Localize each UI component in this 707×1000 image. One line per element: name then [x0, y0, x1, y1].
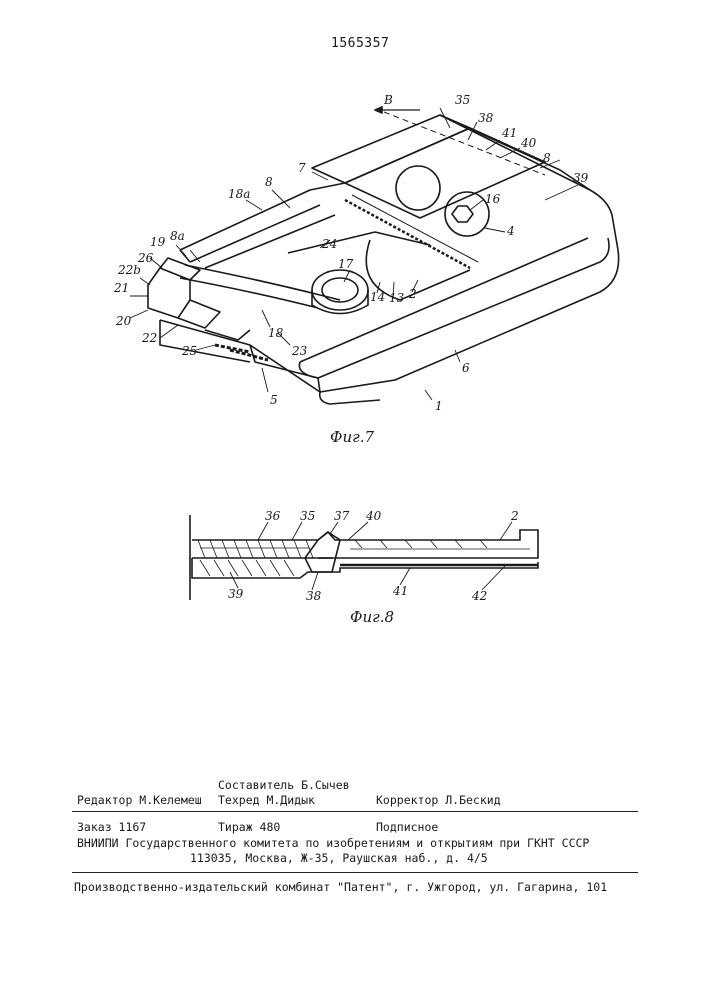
- publisher-line: Производственно-издательский комбинат "П…: [74, 880, 607, 894]
- label-2: 2: [510, 509, 519, 523]
- address-line: 113035, Москва, Ж-35, Раушская наб., д. …: [190, 851, 488, 865]
- techred-line: Техред М.Дидык: [218, 793, 315, 807]
- label-8a: 8а: [170, 229, 185, 243]
- label-40: 40: [520, 136, 537, 150]
- label-8-right: 8: [543, 151, 551, 165]
- separator-1: [72, 811, 638, 812]
- label-B: В: [383, 93, 393, 107]
- figure-7-labels: В 35 38 41 40 8 39 16 4 7 8 18а 8а 19 2 6…: [113, 93, 589, 446]
- label-13: 13: [389, 291, 405, 305]
- compiler-line: Составитель Б.Сычев: [218, 778, 350, 792]
- vniipi-line: ВНИИПИ Государственного комитета по изоб…: [77, 836, 589, 850]
- label-40: 40: [365, 509, 382, 523]
- label-4: 4: [506, 224, 515, 238]
- label-20: 20: [115, 314, 132, 328]
- label-41: 41: [501, 126, 517, 140]
- label-35: 35: [300, 509, 315, 523]
- label-18: 18: [268, 326, 284, 340]
- label-1: 1: [435, 399, 443, 413]
- order-line: Заказ 1167: [77, 820, 146, 834]
- label-7: 7: [298, 161, 306, 175]
- label-42: 42: [471, 589, 487, 603]
- label-22: 22: [141, 331, 157, 345]
- label-16: 16: [485, 192, 501, 206]
- label-39: 39: [573, 171, 589, 185]
- label-37: 37: [334, 509, 350, 523]
- label-41: 41: [392, 584, 408, 598]
- separator-2: [72, 872, 638, 873]
- label-14: 14: [370, 290, 385, 304]
- label-5: 5: [270, 393, 278, 407]
- label-22b: 22b: [117, 263, 141, 277]
- figure-7-caption: Фиг.7: [330, 428, 374, 446]
- label-18a: 18а: [228, 187, 250, 201]
- label-17: 17: [338, 257, 354, 271]
- label-39: 39: [228, 587, 244, 601]
- label-23: 23: [291, 344, 308, 358]
- label-6: 6: [462, 361, 470, 375]
- label-8-top: 8: [265, 175, 273, 189]
- label-19: 19: [150, 235, 166, 249]
- label-36: 36: [265, 509, 281, 523]
- label-38: 38: [478, 111, 494, 125]
- corrector-line: Корректор Л.Бескид: [376, 793, 501, 807]
- editor-line: Редактор М.Келемеш: [77, 793, 202, 807]
- figure-8-caption: Фиг.8: [350, 608, 394, 626]
- label-24: 24: [321, 237, 337, 251]
- label-2: 2: [408, 287, 417, 301]
- subscription-line: Подписное: [376, 820, 438, 834]
- label-35: 35: [455, 93, 470, 107]
- label-21: 21: [113, 281, 129, 295]
- circulation-line: Тираж 480: [218, 820, 280, 834]
- label-38: 38: [306, 589, 322, 603]
- label-25: 25: [181, 344, 197, 358]
